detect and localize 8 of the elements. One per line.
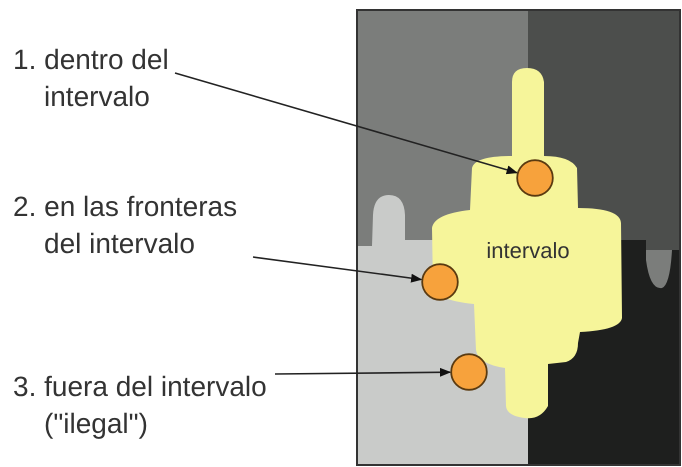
callout-text: 3. fuera del intervalo ("ilegal")	[13, 368, 275, 442]
region-shape	[430, 68, 624, 420]
leader-arrow	[174, 72, 518, 174]
region-label: intervalo	[485, 238, 571, 264]
leader-arrow	[252, 256, 422, 283]
callout-text: 1. dentro del intervalo	[13, 41, 175, 115]
leader-arrow	[275, 368, 452, 377]
callout-text: 2. en las fronteras del intervalo	[13, 188, 253, 262]
